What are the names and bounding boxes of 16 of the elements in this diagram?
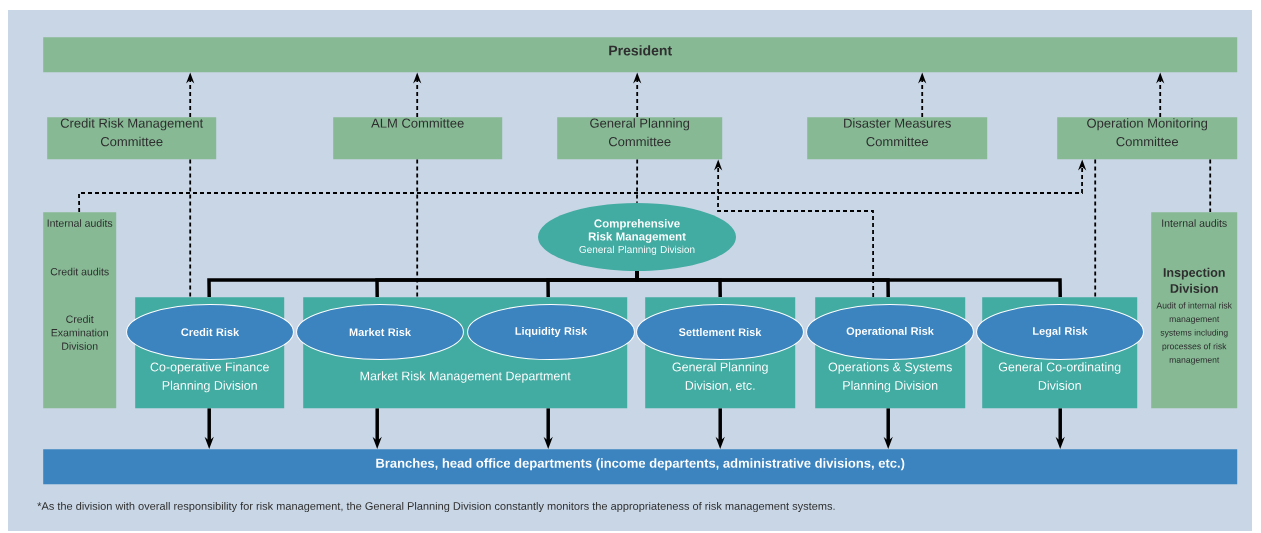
committee-box: Operation Monitoring Committee [1057,117,1238,160]
president-box: President [43,37,1238,73]
inspection-box: Internal audits Inspection Division Audit of internal risk management systems including processes of risk management [1151,212,1238,409]
committee-box: Disaster Measures Committee [807,117,988,160]
connector-line [189,158,192,298]
committee-box: General Planning Committee [557,117,723,160]
committee-box: ALM Committee [333,117,503,160]
branches-bar: Branches, head office departments (income departents, administrative divisions, etc.) [43,449,1238,485]
connector-line [636,158,639,204]
connector-line [1094,158,1097,298]
connector-line [635,271,1062,297]
connector-line [1209,158,1212,213]
footnote: *As the division with overall responsibility for risk management, the General Planning Division constantly monitors the appropriateness of risk management systems. [37,501,835,513]
audit-box: Internal audits Credit audits Credit Examination Division [43,212,117,409]
committee-box: Credit Risk Management Committee [47,117,217,160]
connector-line [416,158,419,298]
